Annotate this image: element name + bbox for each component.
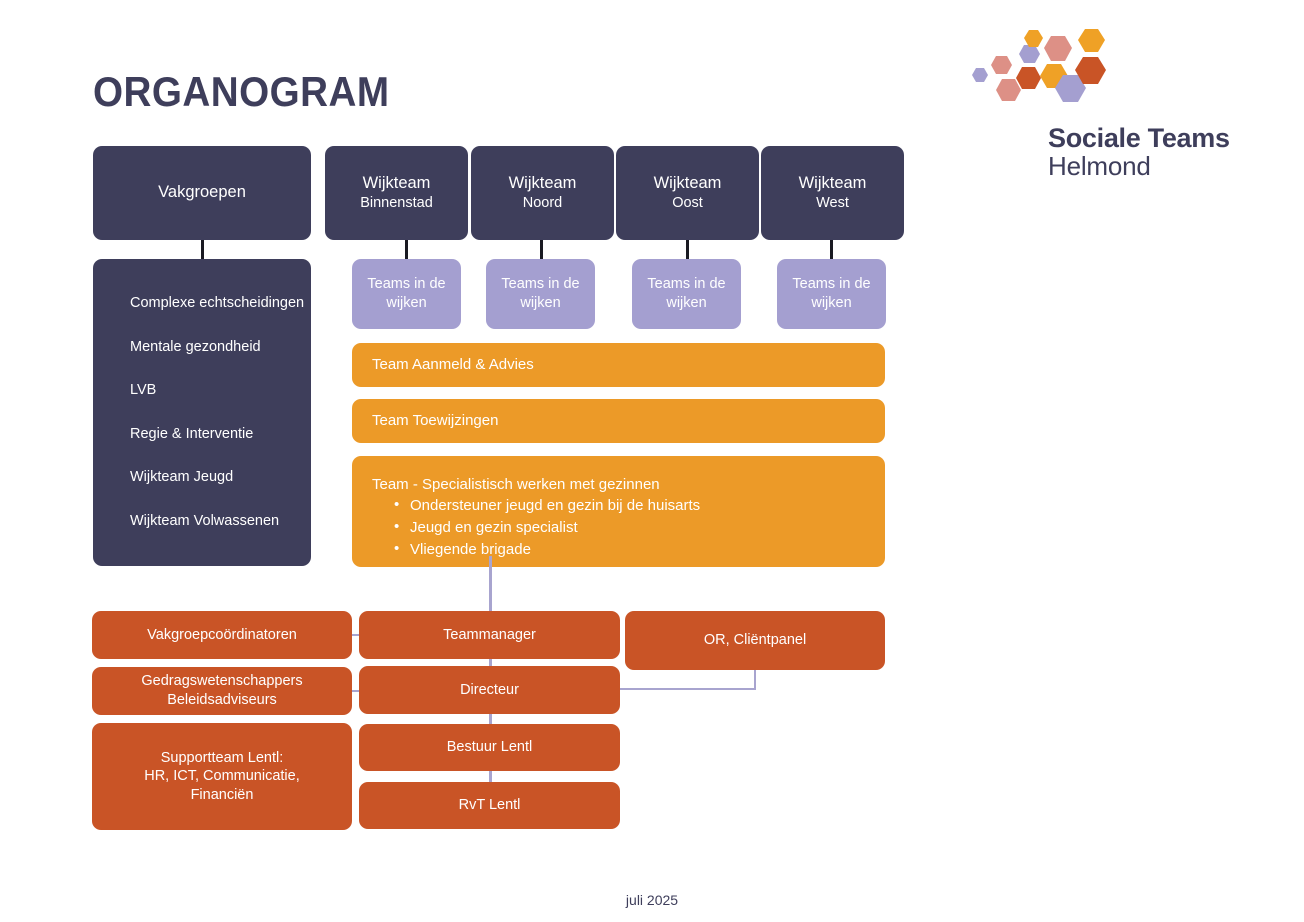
box-wijkteam-noord[interactable]: Wijkteam Noord xyxy=(471,146,614,240)
connector-gedragswetenschappers xyxy=(352,690,362,692)
teams-wijken-line2: wijken xyxy=(666,295,707,311)
box-rvt-lentl[interactable]: RvT Lentl xyxy=(359,782,620,829)
box-vakgroepen[interactable]: Vakgroepen xyxy=(93,146,311,240)
wijkteam-west-sub: West xyxy=(816,195,849,212)
box-wijkteam-oost[interactable]: Wijkteam Oost xyxy=(616,146,759,240)
connector-specialist-to-teammanager xyxy=(489,556,492,614)
gedragswetenschappers-line1: Gedragswetenschappers xyxy=(141,673,303,690)
list-item: Mentale gezondheid xyxy=(130,338,261,355)
logo-text: Sociale Teams Helmond xyxy=(1048,124,1258,181)
wijkteam-noord-sub: Noord xyxy=(522,195,563,212)
team-aanmeld-advies-label: Team Aanmeld & Advies xyxy=(372,356,534,374)
box-supportteam-lentl[interactable]: Supportteam Lentl: HR, ICT, Communicatie… xyxy=(92,723,352,830)
list-item: Wijkteam Jeugd xyxy=(130,469,234,485)
connector-vakgroepen xyxy=(201,240,204,260)
connector-bestuur-to-rvt xyxy=(489,771,492,783)
specialist-bullet: Vliegende brigade xyxy=(394,538,885,561)
gedragswetenschappers-line2: Beleidsadviseurs xyxy=(167,692,277,708)
connector-directeur-to-bestuur xyxy=(489,713,492,725)
list-item: LVB xyxy=(130,382,157,398)
logo-title-line1: Sociale Teams xyxy=(1048,123,1230,153)
page-title: ORGANOGRAM xyxy=(93,68,390,115)
connector-west xyxy=(830,240,833,260)
team-toewijzingen-label: Team Toewijzingen xyxy=(372,412,499,430)
bestuur-lentl-label: Bestuur Lentl xyxy=(446,739,533,756)
wijkteam-binnenstad-sub: Binnenstad xyxy=(360,195,433,212)
teams-wijken-line2: wijken xyxy=(811,295,852,311)
wijkteam-west-title: Wijkteam xyxy=(798,174,867,193)
box-team-specialistisch-werken[interactable]: Team - Specialistisch werken met gezinne… xyxy=(352,456,885,567)
vakgroepen-list-panel: Complexe echtscheidingen Mentale gezondh… xyxy=(93,259,311,566)
connector-noord xyxy=(540,240,543,260)
box-team-aanmeld-advies[interactable]: Team Aanmeld & Advies xyxy=(352,343,885,387)
box-teammanager[interactable]: Teammanager xyxy=(359,611,620,659)
teammanager-label: Teammanager xyxy=(443,626,536,643)
teams-wijken-line1: Teams in de xyxy=(792,276,871,293)
directeur-label: Directeur xyxy=(460,681,519,698)
rvt-lentl-label: RvT Lentl xyxy=(458,797,521,814)
teams-wijken-line1: Teams in de xyxy=(501,276,580,293)
box-or-clientpanel[interactable]: OR, Cliëntpanel xyxy=(625,611,885,670)
specialist-bullet: Ondersteuner jeugd en gezin bij de huisa… xyxy=(394,494,885,517)
supportteam-line1: Supportteam Lentl: xyxy=(160,749,284,766)
logo-hexagon-cluster xyxy=(972,29,1106,102)
box-teams-in-de-wijken-oost[interactable]: Teams in de wijken xyxy=(632,259,741,329)
box-wijkteam-binnenstad[interactable]: Wijkteam Binnenstad xyxy=(325,146,468,240)
specialist-bullet: Jeugd en gezin specialist xyxy=(394,516,885,539)
specialist-bullet-list: Ondersteuner jeugd en gezin bij de huisa… xyxy=(372,494,885,561)
box-teams-in-de-wijken-binnenstad[interactable]: Teams in de wijken xyxy=(352,259,461,329)
box-vakgroepcoordinatoren[interactable]: Vakgroepcoördinatoren xyxy=(92,611,352,659)
connector-oost xyxy=(686,240,689,260)
box-gedragswetenschappers-beleidsadviseurs[interactable]: Gedragswetenschappers Beleidsadviseurs xyxy=(92,667,352,715)
footer-date: juli 2025 xyxy=(625,892,679,908)
box-teams-in-de-wijken-noord[interactable]: Teams in de wijken xyxy=(486,259,595,329)
wijkteam-binnenstad-title: Wijkteam xyxy=(362,174,431,193)
connector-vakgroepcoordinatoren xyxy=(352,634,362,636)
teams-wijken-line1: Teams in de xyxy=(367,276,446,293)
wijkteam-noord-title: Wijkteam xyxy=(508,174,577,193)
box-team-toewijzingen[interactable]: Team Toewijzingen xyxy=(352,399,885,443)
supportteam-line3: Financiën xyxy=(190,786,254,803)
wijkteam-oost-sub: Oost xyxy=(672,195,703,212)
box-bestuur-lentl[interactable]: Bestuur Lentl xyxy=(359,724,620,771)
list-item: Wijkteam Volwassenen xyxy=(130,512,280,529)
teams-wijken-line1: Teams in de xyxy=(647,276,726,293)
teams-wijken-line2: wijken xyxy=(520,295,561,311)
logo: Sociale Teams Helmond xyxy=(960,28,1260,183)
vakgroepcoordinatoren-line1: Vakgroepcoördinatoren xyxy=(147,626,297,643)
wijkteam-oost-title: Wijkteam xyxy=(653,174,722,193)
box-teams-in-de-wijken-west[interactable]: Teams in de wijken xyxy=(777,259,886,329)
connector-teammanager-to-directeur xyxy=(489,659,492,667)
logo-title-line2: Helmond xyxy=(1048,151,1151,182)
list-item: Regie & Interventie xyxy=(130,425,254,442)
box-vakgroepen-label: Vakgroepen xyxy=(158,183,246,202)
teams-wijken-line2: wijken xyxy=(386,295,427,311)
specialist-heading: Team - Specialistisch werken met gezinne… xyxy=(372,476,660,493)
box-wijkteam-west[interactable]: Wijkteam West xyxy=(761,146,904,240)
supportteam-line2: HR, ICT, Communicatie, xyxy=(144,768,300,785)
connector-directeur-to-or-horizontal xyxy=(620,688,756,690)
connector-binnenstad xyxy=(405,240,408,260)
or-clientpanel-label: OR, Cliëntpanel xyxy=(703,632,807,649)
box-directeur[interactable]: Directeur xyxy=(359,666,620,714)
connector-directeur-to-or-vertical xyxy=(754,670,756,690)
list-item: Complexe echtscheidingen xyxy=(130,295,305,311)
